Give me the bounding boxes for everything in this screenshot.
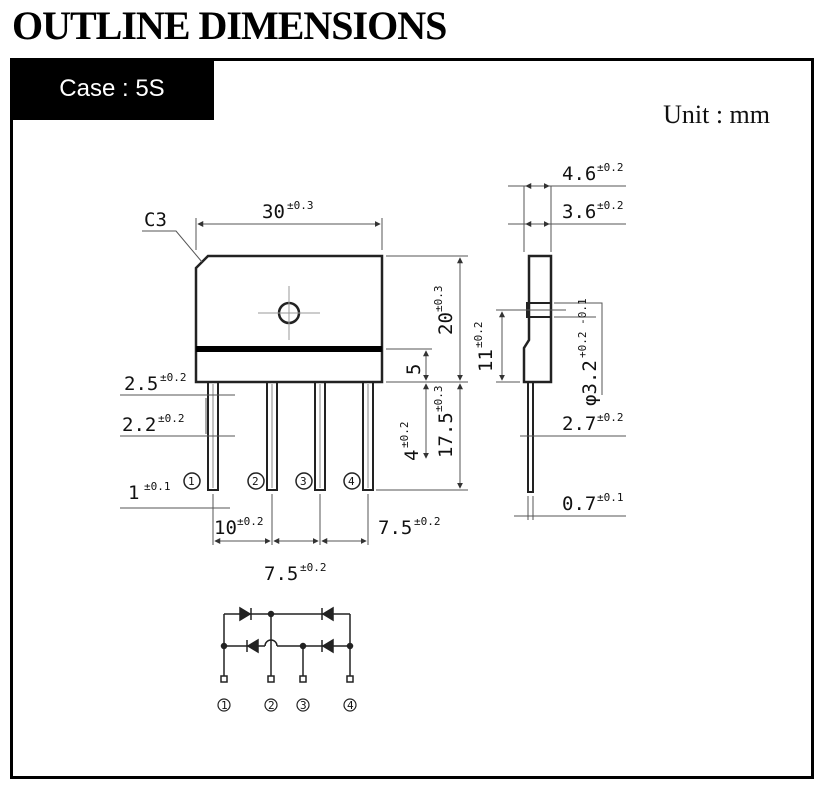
- chamfer-label: C3: [144, 209, 167, 231]
- lead-width-value: 2.2: [122, 414, 156, 436]
- bridge-body: [194, 254, 384, 384]
- pin-2-label: 2: [252, 475, 259, 488]
- thickness-tol: ±0.2: [597, 161, 624, 174]
- bridge-schematic: [220, 606, 354, 683]
- thickness-inner-value: 3.6: [562, 201, 596, 223]
- hole-height-value: 11: [475, 349, 497, 372]
- hole-dia-value: φ3.2: [579, 360, 601, 406]
- diode-1: [239, 606, 252, 622]
- schematic-pin-marks: [217, 698, 357, 712]
- lead-width-top-value: 2.5: [124, 373, 158, 395]
- hole-dia-tol: +0.2 -0.1: [576, 298, 589, 358]
- hole-height-tol: ±0.2: [472, 322, 485, 349]
- pitch-mid-value: 7.5: [264, 563, 298, 585]
- body-band: [196, 346, 382, 352]
- pin-3-label: 3: [300, 475, 307, 488]
- lead-thick-tol: ±0.2: [597, 411, 624, 424]
- lead-4: [362, 381, 374, 491]
- band-value: 5: [403, 364, 425, 375]
- lead-length-value: 17.5: [435, 412, 457, 458]
- front-view: [194, 254, 384, 491]
- diode-3: [246, 638, 259, 654]
- pitch-last-value: 7.5: [378, 517, 412, 539]
- diode-2: [321, 606, 334, 622]
- schem-pin-1: 1: [221, 699, 228, 712]
- pitch-first-tol: ±0.2: [237, 515, 264, 528]
- lead-tip-tol: ±0.1: [144, 480, 171, 493]
- side-view: [522, 254, 553, 493]
- schem-pin-2: 2: [268, 699, 275, 712]
- lead-3: [314, 381, 326, 491]
- pin-4-label: 4: [348, 475, 355, 488]
- pitch-first-value: 10: [214, 517, 237, 539]
- width-value: 30: [262, 201, 285, 223]
- lead-pin-tol: ±0.1: [597, 491, 624, 504]
- body-height-value: 20: [435, 312, 457, 335]
- lead-thick-value: 2.7: [562, 413, 596, 435]
- diode-4: [321, 638, 334, 654]
- pin-labels: [183, 472, 361, 490]
- body-height-tol: ±0.3: [432, 286, 445, 313]
- lead-length-tol: ±0.3: [432, 386, 445, 413]
- schem-pin-3: 3: [300, 699, 307, 712]
- lead-pin-value: 0.7: [562, 493, 596, 515]
- side-body: [522, 254, 553, 384]
- pin-1-label: 1: [188, 475, 195, 488]
- unit-label: Unit : mm: [663, 100, 770, 129]
- thickness-inner-tol: ±0.2: [597, 199, 624, 212]
- thickness-value: 4.6: [562, 163, 596, 185]
- drawing-frame: [10, 58, 814, 779]
- lead-width-tol: ±0.2: [158, 412, 185, 425]
- page-title: OUTLINE DIMENSIONS: [12, 3, 447, 48]
- case-label: Case : 5S: [10, 58, 214, 120]
- lead-width-top-tol: ±0.2: [160, 371, 187, 384]
- schem-pin-4: 4: [347, 699, 354, 712]
- lead-2: [266, 381, 278, 491]
- side-lead: [527, 381, 534, 493]
- mounting-hole: [258, 286, 320, 340]
- pitch-last-tol: ±0.2: [414, 515, 441, 528]
- lead-ext-value: 4: [401, 450, 423, 461]
- pitch-mid-tol: ±0.2: [300, 561, 327, 574]
- lead-ext-tol: ±0.2: [398, 422, 411, 449]
- width-tol: ±0.3: [287, 199, 314, 212]
- lead-tip-value: 1: [128, 482, 139, 504]
